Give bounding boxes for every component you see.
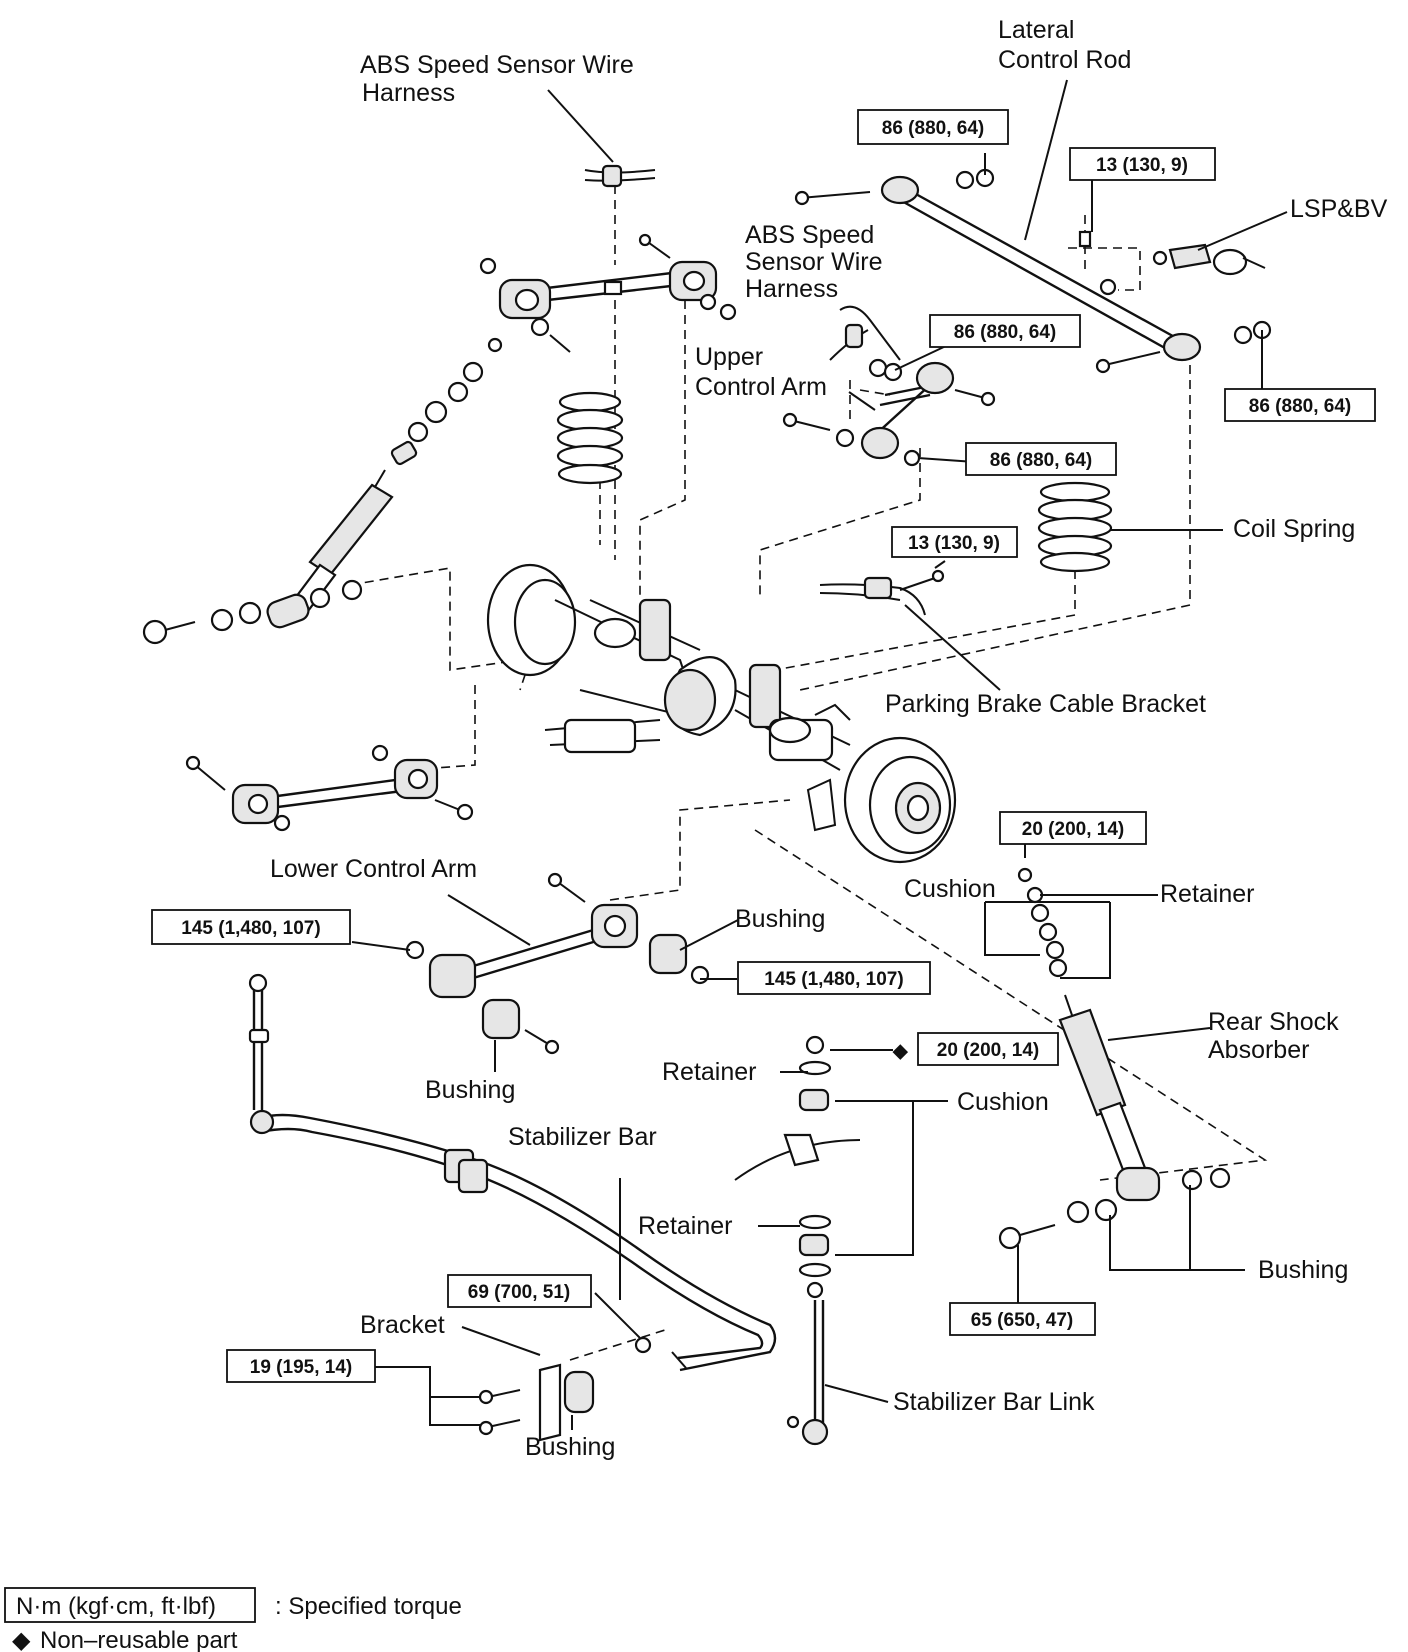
svg-text:69 (700, 51): 69 (700, 51) — [468, 1282, 570, 1303]
label-bracket: Bracket — [360, 1311, 445, 1339]
part-labels: ABS Speed Sensor Wire Harness Lateral Co… — [270, 16, 1388, 1461]
upper-control-arm-right-part — [782, 358, 996, 467]
torque-box-12: 19 (195, 14) — [226, 1349, 376, 1383]
torque-box-7: 20 (200, 14) — [999, 811, 1147, 845]
legend-torque-row: N·m (kgf·cm, ft·lbf) : Specified torque — [4, 1587, 462, 1623]
coil-spring-right-part — [1037, 481, 1113, 573]
svg-text:20 (200, 14): 20 (200, 14) — [937, 1040, 1039, 1061]
lsp-bv-part — [1152, 243, 1266, 276]
rear-shock-right-part — [998, 867, 1231, 1250]
label-upper-control-arm-1: Upper — [695, 343, 763, 371]
label-cushion-upper: Cushion — [904, 875, 996, 903]
svg-text:65 (650, 47): 65 (650, 47) — [971, 1310, 1073, 1331]
label-abs-harness-upper-2: Harness — [362, 79, 455, 107]
torque-box-2: 13 (130, 9) — [1069, 147, 1216, 181]
legend-nonreusable-desc: Non–reusable part — [40, 1627, 238, 1652]
svg-text:86 (880, 64): 86 (880, 64) — [954, 322, 1056, 343]
label-abs-harness-upper-1: ABS Speed Sensor Wire — [360, 51, 634, 79]
label-abs-harness-mid-1: ABS Speed — [745, 221, 874, 249]
label-rear-shock-absorber-1: Rear Shock — [1208, 1008, 1339, 1036]
upper-control-arm-left-part — [479, 233, 737, 353]
label-parking-brake-bracket: Parking Brake Cable Bracket — [885, 690, 1206, 718]
bracket-bushing-part — [478, 1336, 652, 1442]
lower-control-arm-part — [405, 872, 710, 1055]
lateral-control-rod-part — [794, 168, 1272, 374]
coil-spring-left-part — [556, 391, 624, 485]
legend-torque-unit: N·m (kgf·cm, ft·lbf) — [16, 1593, 216, 1620]
label-lsp-bv: LSP&BV — [1290, 195, 1388, 223]
label-upper-control-arm-2: Control Arm — [695, 373, 827, 401]
label-lower-control-arm: Lower Control Arm — [270, 855, 477, 883]
svg-text:13 (130, 9): 13 (130, 9) — [1096, 155, 1188, 176]
non-reusable-mark: ◆ — [892, 1041, 909, 1062]
parking-brake-bracket-part — [819, 569, 945, 616]
torque-box-11: 69 (700, 51) — [447, 1274, 592, 1308]
label-abs-harness-mid-3: Harness — [745, 275, 838, 303]
svg-text:145 (1,480, 107): 145 (1,480, 107) — [764, 969, 903, 990]
torque-box-3: 86 (880, 64) — [929, 314, 1081, 348]
assembly-guide-lines — [349, 185, 1268, 1361]
abs-harness-upper-part — [584, 164, 656, 188]
label-bushing-shock: Bushing — [1258, 1256, 1348, 1284]
torque-box-9: 145 (1,480, 107) — [737, 961, 931, 995]
svg-text:20 (200, 14): 20 (200, 14) — [1022, 819, 1124, 840]
label-abs-harness-mid-2: Sensor Wire — [745, 248, 883, 276]
rear-axle-housing-part — [486, 563, 957, 864]
svg-text:86 (880, 64): 86 (880, 64) — [882, 118, 984, 139]
svg-text:86 (880, 64): 86 (880, 64) — [990, 450, 1092, 471]
legend: N·m (kgf·cm, ft·lbf) : Specified torque … — [4, 1587, 462, 1652]
label-bushing-bottom: Bushing — [525, 1433, 615, 1461]
upper-shock-left-part — [142, 337, 503, 645]
label-bushing-under-arm: Bushing — [425, 1076, 515, 1104]
label-cushion-mid: Cushion — [957, 1088, 1049, 1116]
leader-lines — [351, 79, 1288, 1430]
torque-box-1: 86 (880, 64) — [857, 109, 1009, 145]
label-lateral-control-rod-2: Control Rod — [998, 46, 1131, 74]
abs-harness-mid-part — [829, 305, 901, 361]
torque-boxes: 86 (880, 64) 13 (130, 9) 86 (880, 64) 86… — [151, 109, 1376, 1383]
label-stabilizer-bar: Stabilizer Bar — [508, 1123, 657, 1151]
label-retainer-lower: Retainer — [638, 1212, 733, 1240]
svg-text:86 (880, 64): 86 (880, 64) — [1249, 396, 1351, 417]
torque-box-8: 145 (1,480, 107) — [151, 909, 351, 945]
torque-box-6: 13 (130, 9) — [891, 526, 1018, 558]
torque-box-5: 86 (880, 64) — [965, 442, 1117, 476]
lower-control-arm-upper-part — [185, 744, 474, 832]
legend-nonreusable-row: ◆ Non–reusable part — [12, 1627, 238, 1652]
label-stabilizer-bar-link: Stabilizer Bar Link — [893, 1388, 1095, 1416]
legend-torque-desc: : Specified torque — [275, 1593, 462, 1620]
torque-box-13: 65 (650, 47) — [949, 1302, 1096, 1336]
label-retainer-mid: Retainer — [662, 1058, 757, 1086]
label-rear-shock-absorber-2: Absorber — [1208, 1036, 1309, 1064]
torque-box-4: 86 (880, 64) — [1224, 388, 1376, 422]
legend-nonreusable-symbol: ◆ — [12, 1627, 31, 1652]
torque-box-10: ◆ 20 (200, 14) — [892, 1032, 1059, 1066]
label-lateral-control-rod-1: Lateral — [998, 16, 1074, 44]
label-bushing-upper-right: Bushing — [735, 905, 825, 933]
svg-text:13 (130, 9): 13 (130, 9) — [908, 533, 1000, 554]
svg-text:19 (195, 14): 19 (195, 14) — [250, 1357, 352, 1378]
label-coil-spring: Coil Spring — [1233, 515, 1355, 543]
label-retainer-upper: Retainer — [1160, 880, 1255, 908]
stabilizer-link-cushions-part — [734, 1035, 861, 1446]
stabilizer-bar-part — [248, 973, 777, 1372]
svg-text:145 (1,480, 107): 145 (1,480, 107) — [181, 918, 320, 939]
